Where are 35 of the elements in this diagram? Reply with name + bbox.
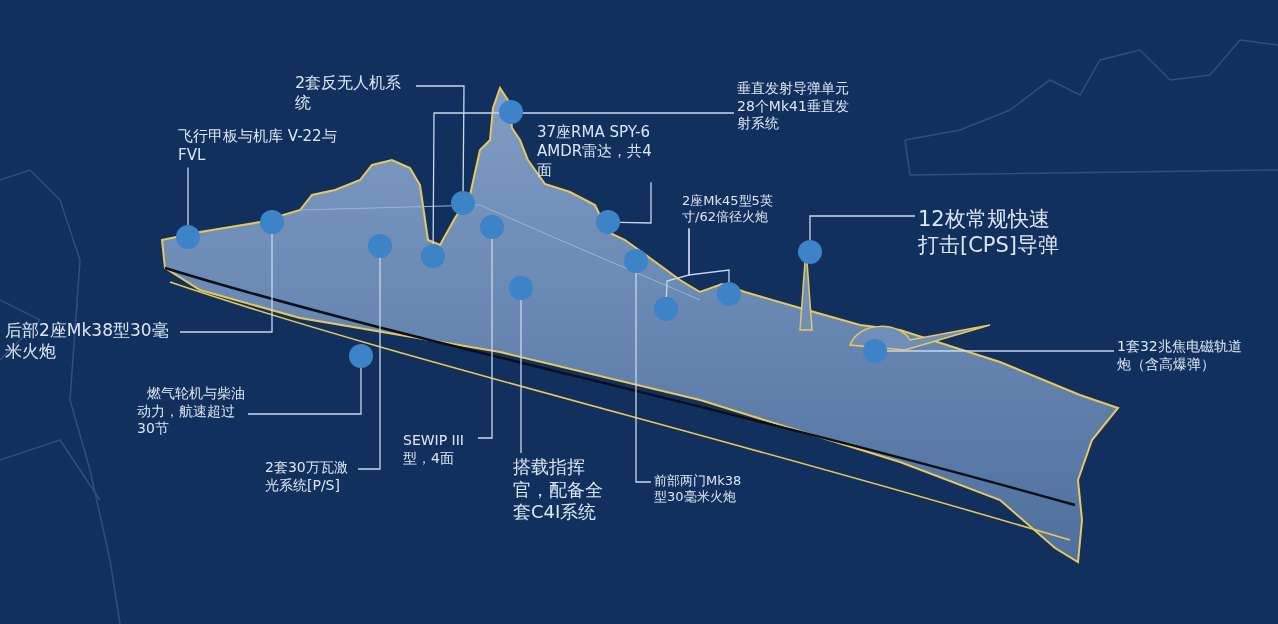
leader-line bbox=[415, 85, 465, 192]
callout-label: 后部2座Mk38型30毫米火炮 bbox=[5, 320, 177, 363]
leader-line bbox=[635, 272, 652, 483]
callout-label: 搭载指挥官，配备全套C4I系统 bbox=[513, 456, 617, 524]
leader-line bbox=[179, 233, 273, 333]
leader-line bbox=[520, 299, 522, 454]
callout-label: 37座RMA SPY-6 AMDR雷达，共4面 bbox=[537, 123, 665, 180]
leader-line bbox=[688, 227, 730, 283]
leader-line bbox=[432, 112, 735, 245]
callout-label: SEWIP III型，4面 bbox=[403, 432, 475, 467]
callout-label: 燃气轮机与柴油动力，航速超过30节 bbox=[137, 385, 245, 438]
callout-label: 前部两门Mk38型30毫米火炮 bbox=[654, 473, 754, 506]
leader-line bbox=[247, 367, 362, 415]
callout-label: 12枚常规快速打击[CPS]导弹 bbox=[918, 206, 1060, 259]
leader-line bbox=[357, 257, 381, 470]
callout-heading: 垂直发射导弹单元 bbox=[737, 80, 850, 98]
callout-dot bbox=[717, 282, 741, 306]
callout-label: 28个Mk41垂直发射系统 bbox=[737, 97, 850, 133]
callout-dot bbox=[451, 191, 475, 215]
callout-dot bbox=[499, 100, 523, 124]
callout-label: 飞行甲板与机库 V-22与FVL bbox=[178, 127, 346, 165]
callout-label: 2套反无人机系统 bbox=[295, 73, 413, 113]
leader-line bbox=[619, 181, 652, 224]
callout-label: 2座Mk45型5英寸/62倍径火炮 bbox=[682, 193, 776, 226]
leader-line bbox=[477, 238, 493, 439]
callout-dot bbox=[260, 210, 284, 234]
callout-dot bbox=[349, 344, 373, 368]
callout-dot bbox=[176, 225, 200, 249]
leader-line bbox=[809, 215, 916, 241]
callout-label: 1套32兆焦电磁轨道炮（含高爆弹） bbox=[1117, 338, 1255, 373]
leader-line bbox=[187, 166, 189, 226]
callout-dot bbox=[596, 210, 620, 234]
callout-dot bbox=[798, 240, 822, 264]
callout-label: 2套30万瓦激光系统[P/S] bbox=[265, 459, 355, 494]
leader-line bbox=[886, 350, 1115, 352]
